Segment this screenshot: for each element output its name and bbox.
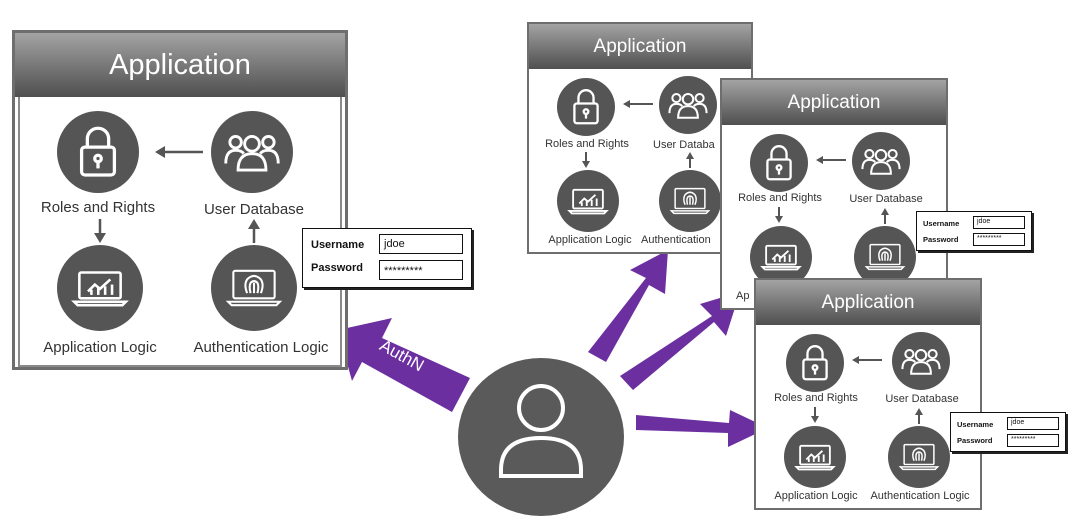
- arrow-users-to-roles-3: [816, 156, 846, 164]
- padlock-icon: [557, 78, 615, 136]
- application-title-1: Application: [109, 49, 251, 81]
- laptop-chart-icon: [57, 245, 143, 331]
- arrow-to-app-3: [620, 292, 740, 390]
- padlock-icon: [750, 134, 808, 192]
- username-field-4[interactable]: jdoe: [1007, 417, 1059, 430]
- arrow-auth-to-users-2: [686, 152, 694, 168]
- arrow-to-app-2: [588, 250, 668, 362]
- password-field-1[interactable]: *********: [379, 260, 463, 280]
- login-form-3: Username jdoe Password *********: [916, 211, 1032, 251]
- username-field-3[interactable]: jdoe: [973, 216, 1025, 229]
- arrow-roles-to-logic-3: [775, 207, 783, 223]
- application-logic-label-2: Application Logic: [548, 234, 632, 246]
- arrow-auth-to-users-4: [915, 408, 923, 424]
- laptop-chart-icon: [750, 226, 812, 288]
- application-header-2: Application: [529, 24, 751, 69]
- application-box-4: Application Roles and Rights User Databa…: [754, 278, 982, 510]
- user-group-icon: [892, 332, 950, 390]
- arrow-users-to-roles-4: [852, 356, 882, 364]
- padlock-icon: [57, 111, 139, 193]
- authentication-label-2: Authentication: [641, 234, 711, 246]
- arrow-roles-to-logic-1: [94, 219, 106, 243]
- user-group-icon: [659, 76, 717, 134]
- roles-and-rights-label-3: Roles and Rights: [738, 192, 822, 204]
- user-group-icon: [211, 111, 293, 193]
- application-title-4: Application: [821, 292, 915, 313]
- roles-and-rights-label-2: Roles and Rights: [545, 138, 629, 150]
- password-label-4: Password: [957, 436, 993, 445]
- authentication-logic-label-1: Authentication Logic: [193, 339, 329, 356]
- laptop-chart-icon: [784, 426, 846, 488]
- fingerprint-laptop-icon: [854, 226, 916, 288]
- roles-and-rights-label-4: Roles and Rights: [774, 392, 858, 404]
- application-box-2: Application Roles and Rights User Databa…: [527, 22, 753, 254]
- fingerprint-laptop-icon: [888, 426, 950, 488]
- username-label-1: Username: [311, 239, 365, 251]
- authentication-logic-label-4: Authentication Logic: [870, 490, 970, 502]
- password-label-3: Password: [923, 235, 959, 244]
- user-icon: [458, 358, 624, 516]
- password-label-1: Password: [311, 262, 363, 274]
- application-title-3: Application: [787, 92, 881, 113]
- user-database-label-3: User Database: [849, 193, 923, 205]
- username-label-3: Username: [923, 219, 960, 228]
- fingerprint-laptop-icon: [659, 170, 721, 232]
- arrow-roles-to-logic-4: [811, 407, 819, 423]
- username-field-1[interactable]: jdoe: [379, 234, 463, 254]
- arrow-users-to-roles-1: [155, 146, 203, 158]
- laptop-chart-icon: [557, 170, 619, 232]
- user-database-label-1: User Database: [203, 201, 305, 218]
- arrow-auth-to-users-1: [248, 219, 260, 243]
- password-field-4[interactable]: *********: [1007, 434, 1059, 447]
- application-header-4: Application: [756, 280, 980, 325]
- padlock-icon: [786, 334, 844, 392]
- login-form-4: Username jdoe Password *********: [950, 412, 1066, 452]
- login-form-1: Username jdoe Password *********: [302, 228, 472, 288]
- application-logic-label-3-partial: Ap: [736, 290, 750, 302]
- application-title-2: Application: [593, 36, 687, 57]
- application-box-3: Application Roles and Rights User Databa…: [720, 78, 948, 310]
- arrow-auth-to-users-3: [881, 208, 889, 224]
- username-label-4: Username: [957, 420, 994, 429]
- user-database-label-4: User Database: [885, 393, 959, 405]
- arrow-roles-to-logic-2: [582, 152, 590, 168]
- arrow-to-app-4: [636, 410, 768, 447]
- authn-arrow: [338, 318, 470, 412]
- fingerprint-laptop-icon: [211, 245, 297, 331]
- password-field-3[interactable]: *********: [973, 233, 1025, 246]
- application-box-1: Application Roles and Rights User Databa…: [12, 30, 348, 370]
- user-group-icon: [852, 132, 910, 190]
- application-header-1: Application: [15, 33, 345, 97]
- application-logic-label-1: Application Logic: [43, 339, 157, 356]
- roles-and-rights-label-1: Roles and Rights: [40, 199, 156, 216]
- application-header-3: Application: [722, 80, 946, 125]
- arrow-users-to-roles-2: [623, 100, 653, 108]
- application-logic-label-4: Application Logic: [774, 490, 858, 502]
- user-database-label-2: User Databa: [653, 139, 715, 151]
